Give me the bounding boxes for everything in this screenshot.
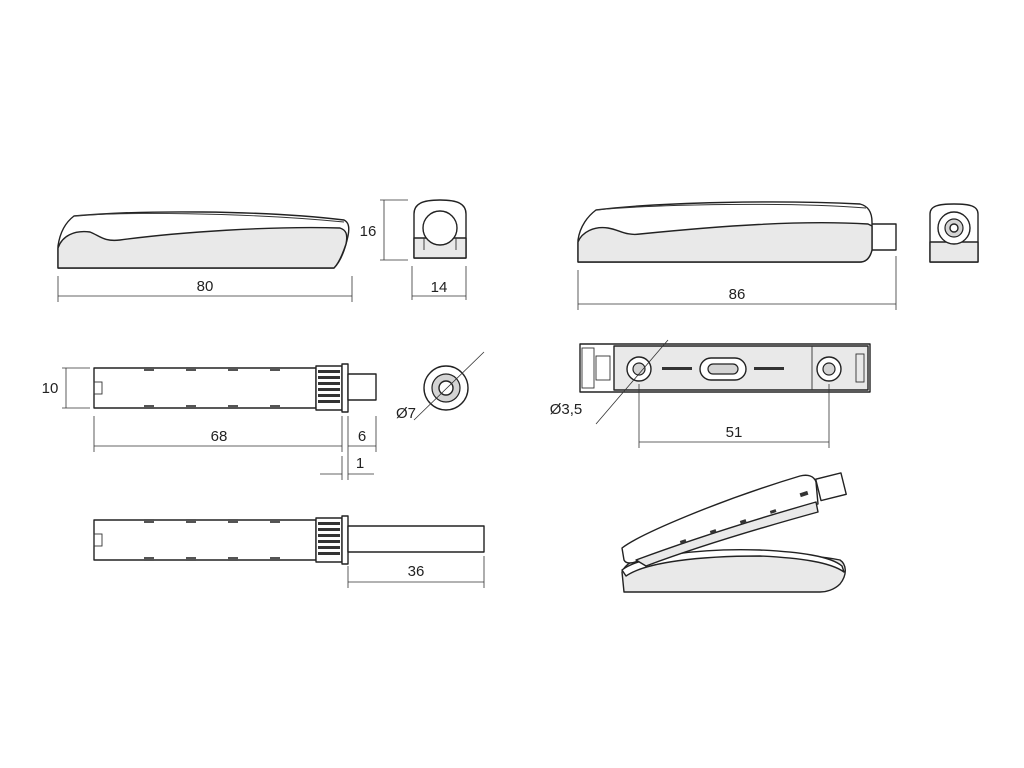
dim-6-label: 6 <box>358 428 366 445</box>
dimension-68: 68 <box>93 416 343 452</box>
cylinder-extended-view <box>93 515 485 565</box>
dimension-51: 51 <box>638 384 830 448</box>
dimension-6: 6 <box>347 416 377 480</box>
dim-86-label: 86 <box>729 286 746 303</box>
cylinder-end-view: Ø7 <box>396 351 485 422</box>
cylinder-side-view <box>93 363 377 413</box>
housing-side-view-left <box>57 211 350 269</box>
dim-80-label: 80 <box>197 278 214 295</box>
cylinder-threads <box>315 365 343 411</box>
dimension-36: 36 <box>347 556 485 588</box>
dimension-16: 16 <box>360 199 408 261</box>
dim-68-label: 68 <box>211 428 228 445</box>
dimension-86: 86 <box>577 256 897 310</box>
mounting-plate-top-view <box>579 343 871 393</box>
dim-35-label: Ø3,5 <box>550 401 583 418</box>
dim-14-label: 14 <box>431 279 448 296</box>
dimension-1: 1 <box>320 455 374 480</box>
dim-16-label: 16 <box>360 223 377 240</box>
dimension-14: 14 <box>411 266 467 300</box>
dim-10-label: 10 <box>42 380 59 397</box>
housing-open-view <box>621 472 847 593</box>
dimension-3-5: Ø3,5 <box>550 339 669 425</box>
dim-36-label: 36 <box>408 563 425 580</box>
dimension-10: 10 <box>42 367 90 409</box>
housing-end-view-right <box>929 203 979 263</box>
dim-7-label: Ø7 <box>396 405 416 422</box>
dim-1-label: 1 <box>356 455 364 472</box>
dimension-80: 80 <box>57 276 353 302</box>
housing-side-view-right <box>577 201 897 263</box>
dim-51-label: 51 <box>726 424 743 441</box>
cylinder-ribs-top <box>144 367 280 409</box>
housing-end-view-left <box>413 199 467 259</box>
